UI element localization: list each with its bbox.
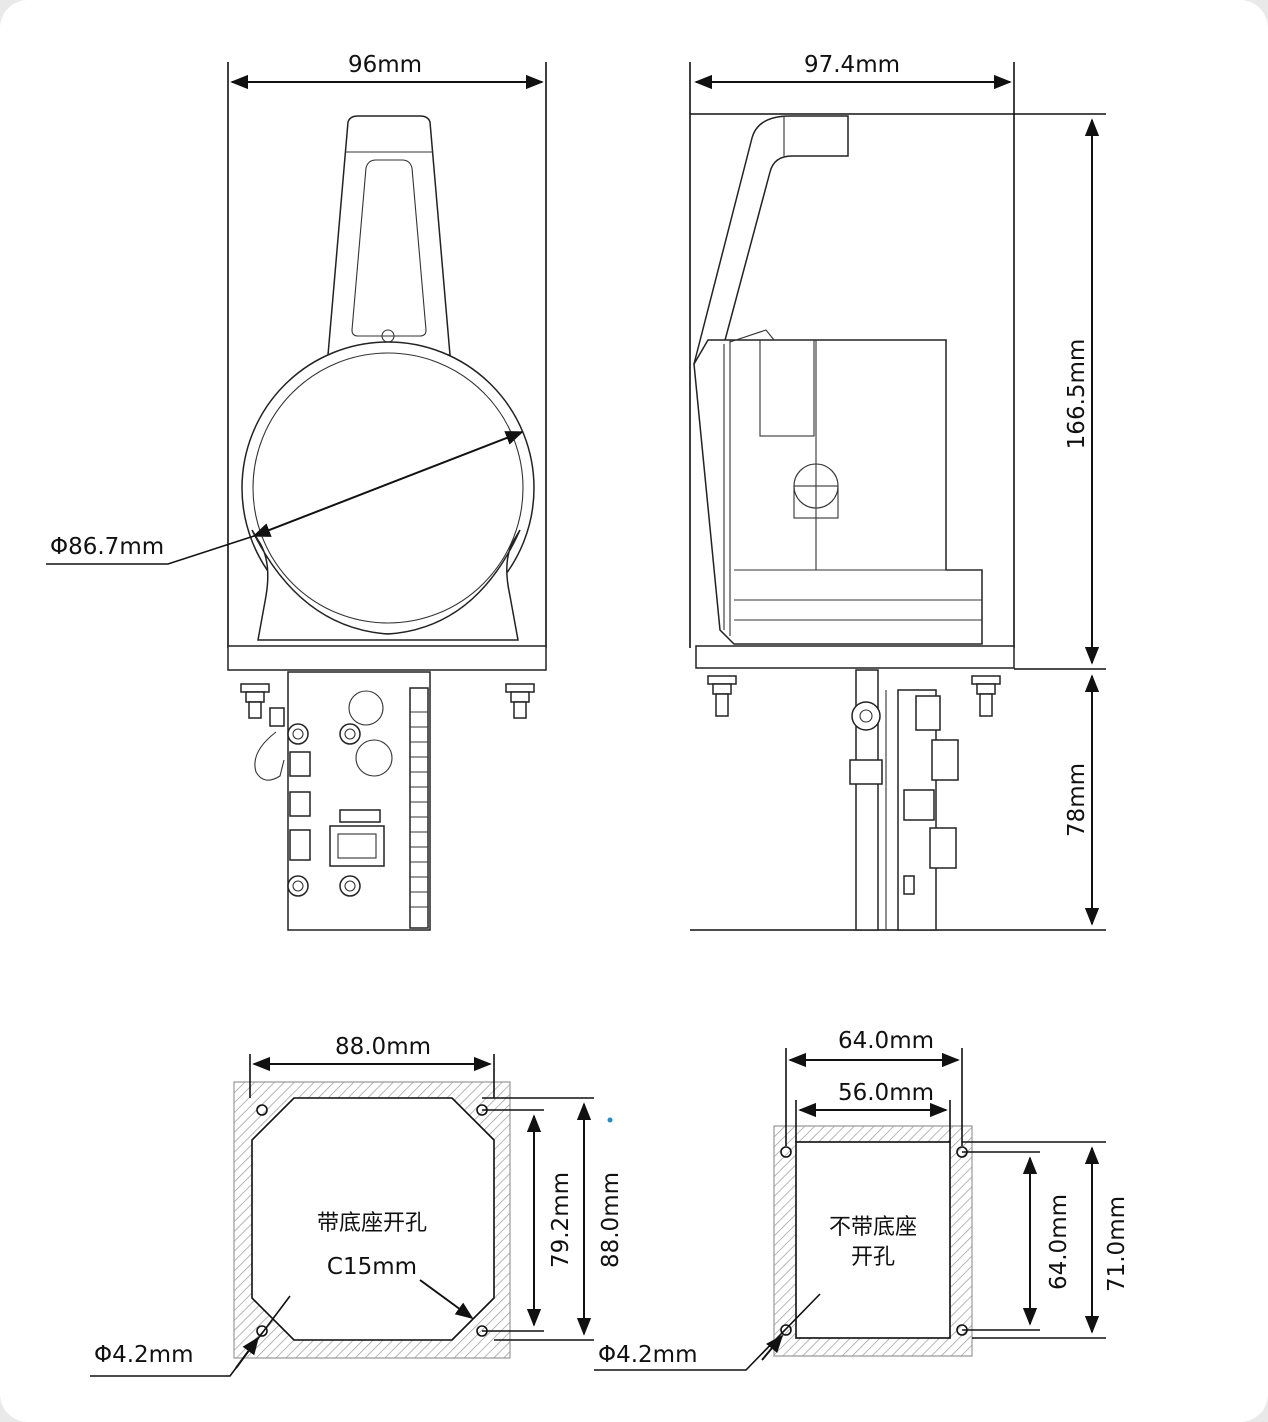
diameter-dim-line	[252, 431, 524, 537]
with-base-width-label: 88.0mm	[335, 1034, 431, 1060]
without-base-mount-holes	[780, 1146, 968, 1336]
side-handle	[693, 115, 849, 380]
side-view: 97.4mm 166.5mm 78mm	[689, 52, 1106, 931]
with-base-cutout-outline	[251, 1097, 495, 1341]
front-wire-loop	[254, 731, 285, 781]
with-base-chamfer-label: C15mm	[327, 1254, 417, 1280]
with-base-outer-height-label: 88.0mm	[598, 1172, 624, 1268]
side-height-upper-label: 166.5mm	[1064, 339, 1090, 450]
side-bracket	[855, 669, 879, 931]
cutout-without-base: 64.0mm 56.0mm 64.0mm 71.0mm 不带底座 开孔 Φ4.2…	[594, 1028, 1130, 1371]
side-width-label: 97.4mm	[804, 52, 900, 78]
front-width-label: 96mm	[348, 52, 422, 78]
without-base-cutout-outline	[795, 1141, 951, 1339]
front-view: 96mm Φ86.7mm	[46, 52, 547, 931]
chamfer-leader	[419, 1279, 474, 1320]
with-base-inner-height-label: 79.2mm	[548, 1172, 574, 1268]
without-base-label-line1: 不带底座	[829, 1215, 917, 1240]
with-base-hole-label: Φ4.2mm	[94, 1342, 194, 1368]
with-base-label: 带底座开孔	[317, 1211, 427, 1236]
side-base-plate	[695, 645, 1015, 669]
front-saddle	[251, 529, 521, 641]
cutout-with-base: 88.0mm 79.2mm 88.0mm 带底座开孔 C15mm Φ4.2mm	[90, 1034, 624, 1377]
without-base-hatch	[773, 1125, 973, 1357]
without-base-inner-height-label: 64.0mm	[1046, 1194, 1072, 1290]
diameter-label: Φ86.7mm	[50, 534, 164, 560]
front-bolt-left	[240, 683, 270, 719]
without-base-label-line2: 开孔	[851, 1245, 895, 1270]
front-arm	[327, 115, 451, 356]
side-height-lower-label: 78mm	[1064, 763, 1090, 837]
front-bolt-right	[505, 683, 535, 719]
without-base-outer-height-label: 71.0mm	[1104, 1196, 1130, 1292]
front-base-plate	[227, 645, 547, 671]
without-base-inner-width-label: 56.0mm	[838, 1080, 934, 1106]
without-base-hole-label: Φ4.2mm	[598, 1342, 698, 1368]
side-bolt-right	[971, 675, 1001, 717]
blue-dot	[607, 1117, 613, 1123]
without-base-outer-width-label: 64.0mm	[838, 1028, 934, 1054]
side-bolt-left	[707, 675, 737, 717]
front-terminal-strip	[410, 711, 428, 908]
